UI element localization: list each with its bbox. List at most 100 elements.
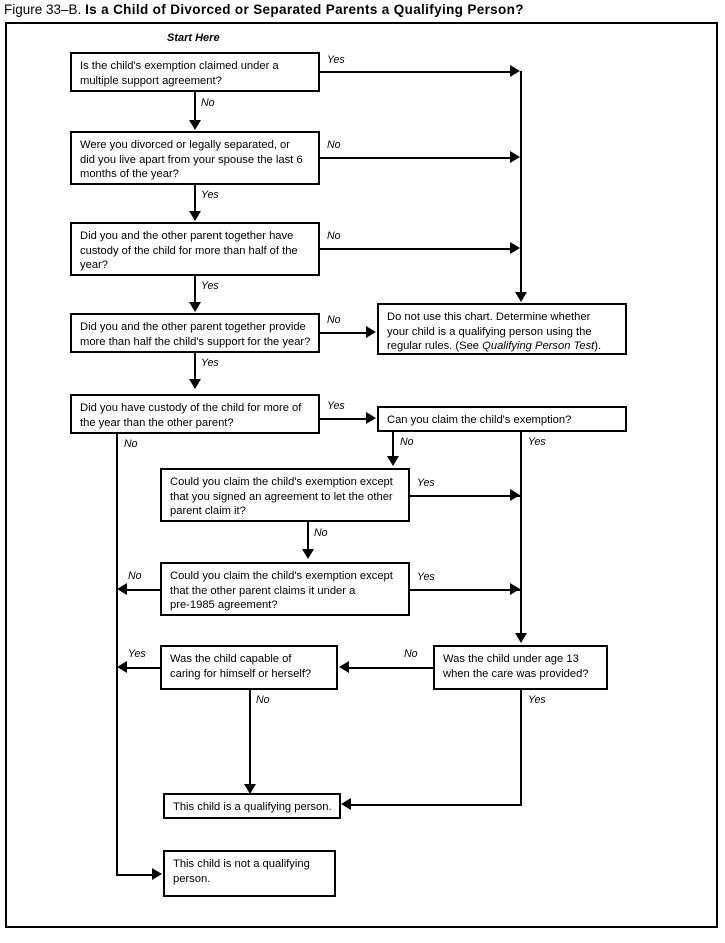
edge-label-n1-yes: Yes [327,54,345,66]
edge-n4-no-line [320,332,369,334]
node-text-line: the year than the other parent? [80,416,234,429]
node-together-support[interactable]: Did you and the other parent together pr… [70,313,320,353]
edge-n5-yes-line [320,418,369,420]
edge-label-n2-yes: Yes [201,189,219,201]
edge-label-n7-no: No [400,436,414,448]
edge-n9-yes-line [410,589,522,591]
edge-label-n2-no: No [327,139,341,151]
node-text-line: This child is a qualifying person. [173,801,332,813]
edge-n1-no-arrowhead [189,120,201,130]
node-text-line: that you signed an agreement to let the … [170,490,393,503]
node-text-line: Did you and the other parent together ha… [80,230,294,242]
text-italic-qualifying-person-test: Qualifying Person Test [482,340,595,353]
node-text-line: that the other parent claims it under a [170,584,356,597]
node-text-line: custody of the child for more than half … [80,244,298,257]
edge-n4-yes-arrowhead [189,379,201,389]
node-text-line: more than half the child's support for t… [80,335,311,348]
node-result-qualifying-person[interactable]: This child is a qualifying person. [163,793,341,819]
node-text-line: Did you have custody of the child for mo… [80,402,302,414]
node-text-line: person. [173,872,211,885]
text-pre: regular rules. (See [387,340,483,353]
edge-n11-no-arrowhead [339,661,349,673]
node-text-line: your child is a qualifying person using … [387,325,592,338]
node-child-capable-of-self-care[interactable]: Was the child capable of caring for hims… [160,645,338,690]
edge-n5-no-to-result-line [116,874,155,876]
node-child-under-age-13[interactable]: Was the child under age 13 when the care… [433,645,608,690]
node-can-you-claim-exemption[interactable]: Can you claim the child's exemption? [377,406,627,432]
node-text-line: parent claim it? [170,505,246,518]
node-do-not-use-chart[interactable]: Do not use this chart. Determine whether… [377,303,627,355]
node-text-line: when the care was provided? [443,667,589,680]
node-text-line: Is the child's exemption claimed under a [80,60,279,72]
edge-n2-yes-line [194,185,196,213]
edge-n11-yes-column [520,690,522,806]
node-text-line-emphasis: regular rules. (See Qualifying Person Te… [387,339,618,354]
edge-label-n9-no: No [128,570,142,582]
node-text-line: caring for himself or herself? [170,667,312,680]
edge-n8-no-line [307,522,309,550]
edge-label-n4-yes: Yes [201,357,219,369]
edge-n8-no-arrowhead [302,549,314,559]
edge-label-n7-yes: Yes [528,436,546,448]
node-text-line: year? [80,259,108,272]
edge-n9-no-line [126,589,160,591]
edge-n4-yes-line [194,353,196,381]
edge-label-n5-yes: Yes [327,400,345,412]
edge-n5-no-column [116,434,118,876]
edge-n3-no-line [320,248,512,250]
edge-collector-arrowhead [515,292,527,302]
edge-label-n10-no: No [256,694,270,706]
edge-n2-no-line [320,157,512,159]
edge-n8-yes-line [410,495,522,497]
edge-label-n10-yes: Yes [128,648,146,660]
node-divorced-or-separated[interactable]: Were you divorced or legally separated, … [70,131,320,185]
node-result-not-qualifying-person[interactable]: This child is not a qualifying person. [163,850,336,897]
edge-n2-no-arrowhead [510,151,520,163]
edge-n1-no-line [194,92,196,121]
node-text-line: pre-1985 agreement? [170,599,278,612]
edge-label-n3-yes: Yes [201,280,219,292]
node-text-line: months of the year? [80,168,179,181]
edge-label-n8-yes: Yes [417,477,435,489]
node-text-line: Were you divorced or legally separated, … [80,139,290,151]
edge-label-n3-no: No [327,230,341,242]
edge-label-n8-no: No [314,527,328,539]
edge-n5-yes-arrowhead [366,412,376,424]
node-text-line: Could you claim the child's exemption ex… [170,476,393,488]
edge-n10-yes-line [126,667,160,669]
text-post: ). [594,340,602,353]
node-signed-agreement-exception[interactable]: Could you claim the child's exemption ex… [160,468,410,522]
node-together-custody[interactable]: Did you and the other parent together ha… [70,222,320,276]
edge-n11-yes-arrowhead [341,798,351,810]
edge-label-n5-no: No [124,438,138,450]
edge-n3-yes-line [194,276,196,304]
edge-n7-yes-column [520,432,522,634]
node-text-line: Can you claim the child's exemption? [387,414,572,426]
edge-label-n4-no: No [327,314,341,326]
node-text-line: Could you claim the child's exemption ex… [170,570,393,582]
edge-n3-yes-arrowhead [189,302,201,312]
node-multiple-support-agreement[interactable]: Is the child's exemption claimed under a… [70,52,320,92]
edge-n11-no-line [348,667,434,669]
edge-n7-no-line [392,432,394,458]
edge-n5-no-arrowhead [152,868,162,880]
edge-collector-column [520,71,522,293]
start-here-label: Start Here [167,32,220,44]
edge-n3-no-arrowhead [510,242,520,254]
edge-n7-no-arrowhead [387,456,399,466]
edge-n2-yes-arrowhead [189,211,201,221]
node-text-line: Was the child under age 13 [443,653,579,665]
node-pre1985-agreement-exception[interactable]: Could you claim the child's exemption ex… [160,562,410,616]
edge-n10-yes-arrowhead [117,661,127,673]
figure-title: Figure 33–B. Is a Child of Divorced or S… [4,1,524,18]
figure-number: Figure 33–B. [4,2,82,17]
edge-n10-no-arrowhead [244,784,256,794]
edge-n10-no-line [249,690,251,786]
node-text-line: This child is not a qualifying [173,858,310,870]
edge-n11-yes-line [350,804,522,806]
node-custody-more-of-year[interactable]: Did you have custody of the child for mo… [70,394,320,434]
edge-n9-yes-arrowhead [510,583,520,595]
edge-n7-yes-arrowhead [515,633,527,643]
edge-label-n11-no: No [404,648,418,660]
